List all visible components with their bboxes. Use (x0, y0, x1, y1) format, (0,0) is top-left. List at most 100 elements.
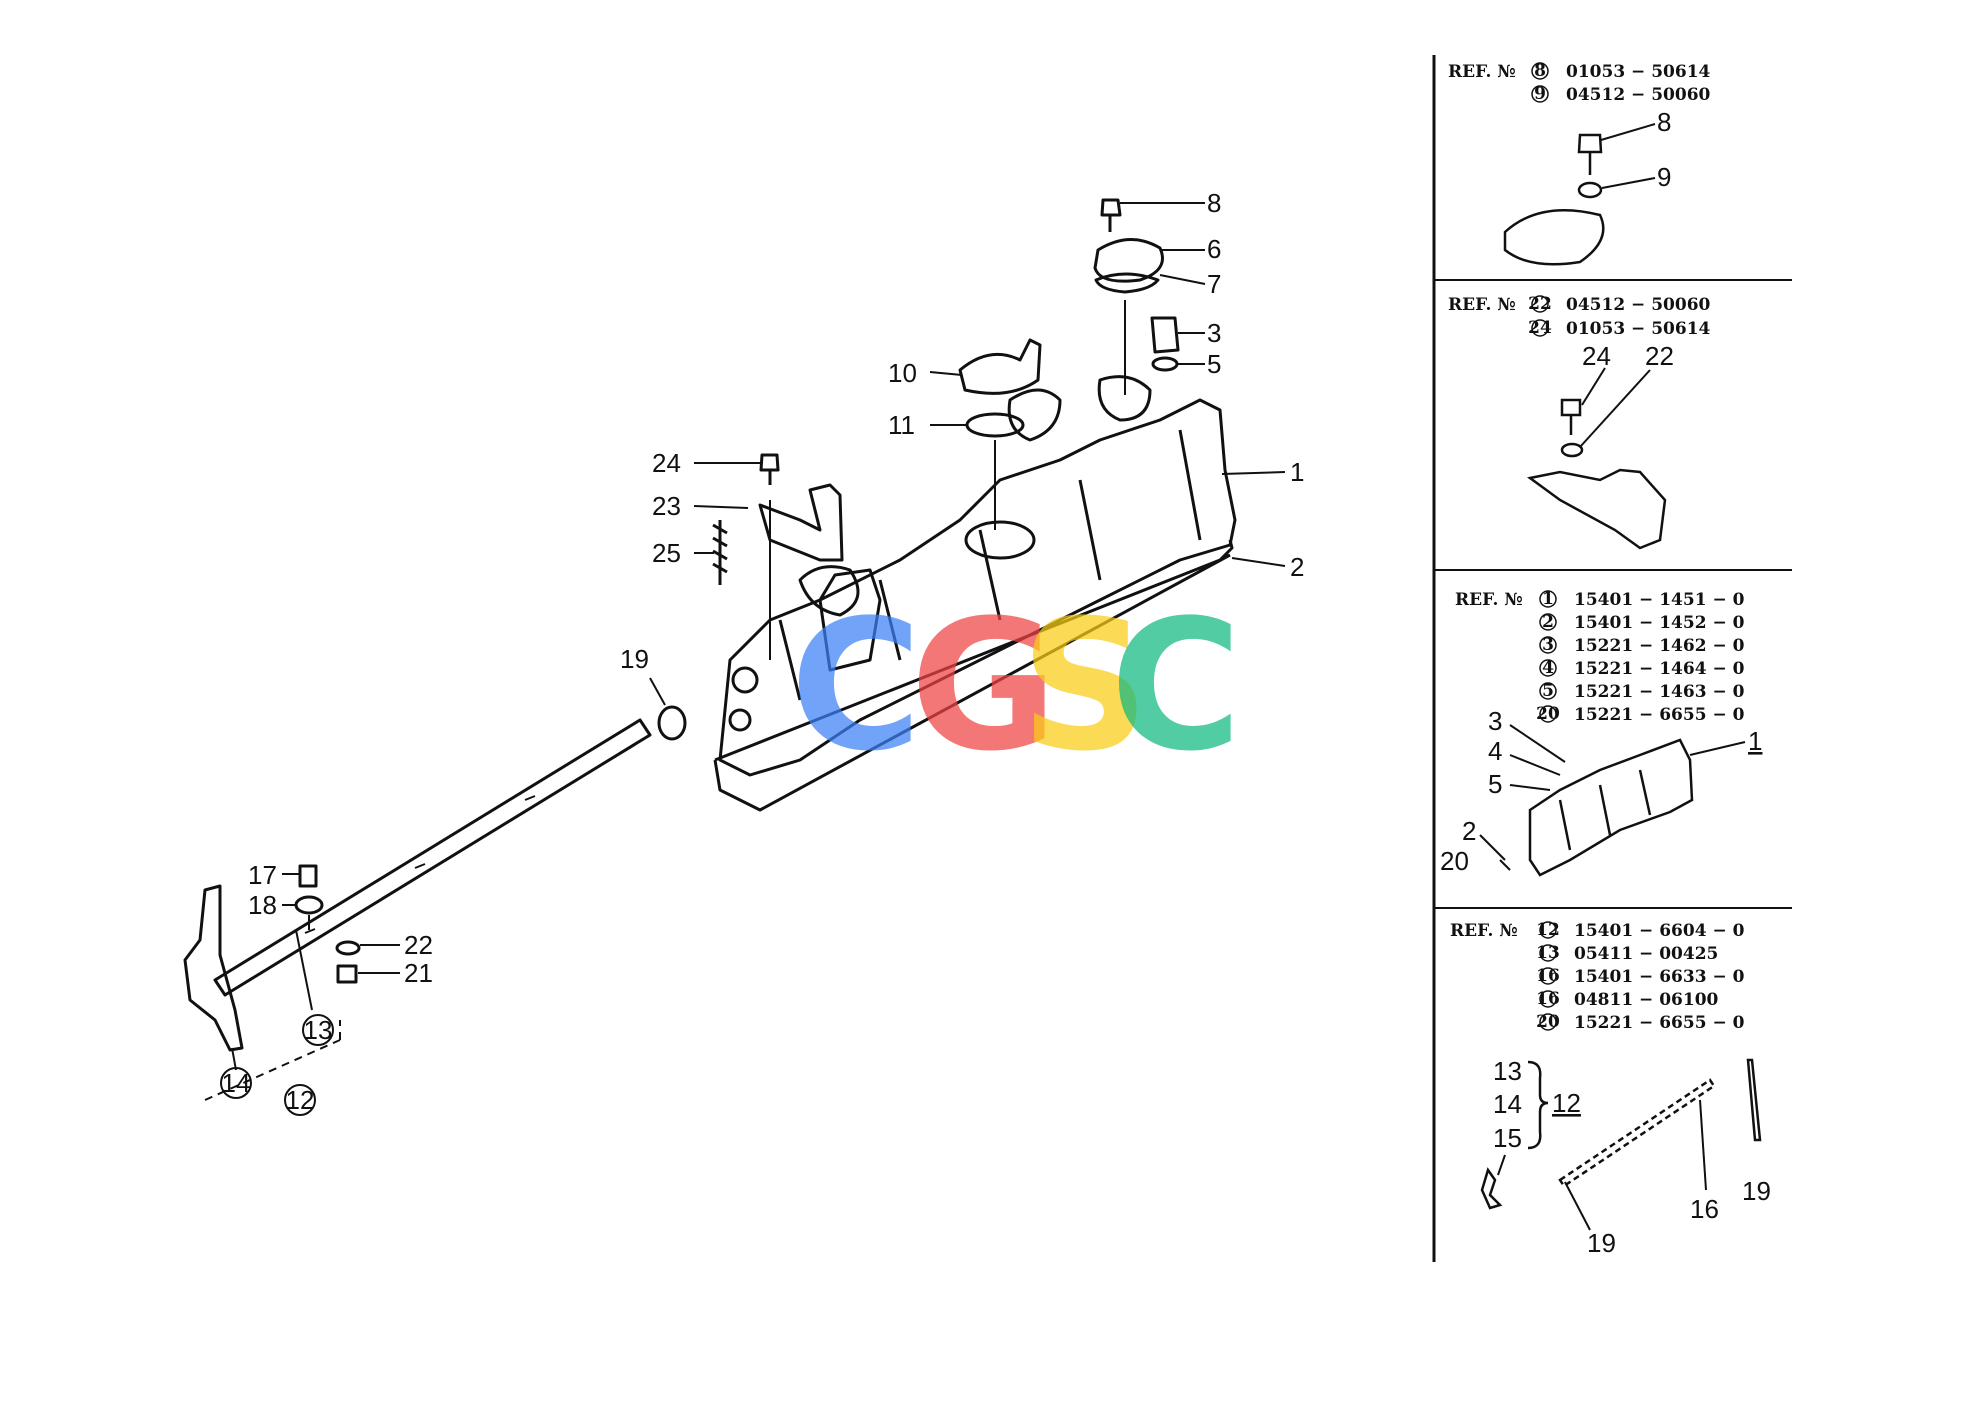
callout-5: 5 (1207, 349, 1221, 379)
cover-detail (1528, 738, 1694, 877)
ref-num: 24 (1528, 318, 1552, 338)
panel4-callout-12: 12 (1552, 1088, 1581, 1118)
washer-22 (335, 940, 361, 956)
panel2-callout-24: 24 (1582, 341, 1611, 371)
cap-nut-3 (1150, 316, 1180, 354)
panel3-callout-5: 5 (1488, 769, 1502, 799)
svg-text:05411 − 00425: 05411 − 00425 (1574, 944, 1718, 964)
svg-text:5: 5 (1542, 681, 1554, 701)
ref-rows-3: 1 15401 − 1451 − 0 2 15401 − 1452 − 0 3 … (1536, 589, 1744, 725)
washer-5 (1151, 356, 1179, 372)
ref-label: REF. № (1448, 62, 1516, 82)
callout-19: 19 (620, 644, 649, 674)
svg-text:12: 12 (1536, 920, 1560, 940)
panel3-callout-20: 20 (1440, 846, 1469, 876)
ref-panel-4: REF. № 12 15401 − 6604 − 0 13 05411 − 00… (1450, 920, 1771, 1258)
o-ring-19 (657, 705, 687, 741)
panel3-callout-4: 4 (1488, 736, 1502, 766)
callout-17: 17 (248, 860, 277, 890)
watermark: C G S C (790, 582, 1242, 791)
callout-22: 22 (404, 930, 433, 960)
callout-23: 23 (652, 491, 681, 521)
panel1-callout-8: 8 (1657, 107, 1671, 137)
main-callouts: 8 6 7 3 5 10 11 1 2 24 23 25 19 17 18 22… (248, 188, 1304, 988)
svg-text:15401 − 6633 − 0: 15401 − 6633 − 0 (1574, 967, 1745, 987)
watermark-letter-4: C (1110, 582, 1242, 791)
bracket-23 (758, 483, 844, 562)
svg-text:15221 − 1463 − 0: 15221 − 1463 − 0 (1574, 682, 1745, 702)
callout-3: 3 (1207, 318, 1221, 348)
washer-22-detail (1560, 442, 1584, 458)
bolt-21 (336, 964, 358, 984)
ref-panel-1: REF. № 8 01053 − 50614 9 04512 − 50060 8… (1448, 61, 1711, 266)
panel4-callout-16: 16 (1690, 1194, 1719, 1224)
svg-text:20: 20 (1536, 704, 1560, 724)
panel4-callout-19a: 19 (1742, 1176, 1771, 1206)
watermark-letter-3: S (1020, 582, 1150, 791)
ref-num: 9 (1534, 84, 1546, 104)
plate-detail (1503, 209, 1605, 266)
brace-12 (1527, 1060, 1549, 1150)
callout-14: 14 (222, 1068, 251, 1098)
ref-num: 8 (1534, 61, 1546, 81)
svg-text:13: 13 (1536, 943, 1560, 963)
svg-text:1: 1 (1542, 589, 1554, 609)
circled-callouts: 13 14 12 (220, 1014, 334, 1116)
governor-lever-14 (183, 884, 244, 1052)
ref-label: REF. № (1448, 295, 1516, 315)
svg-text:15221 − 6655 − 0: 15221 − 6655 − 0 (1574, 1013, 1745, 1033)
panel3-callout-2: 2 (1462, 816, 1476, 846)
breather-tower (818, 568, 882, 672)
callout-6: 6 (1207, 234, 1221, 264)
washer-9-detail (1577, 181, 1603, 199)
ref-part: 01053 − 50614 (1566, 319, 1711, 339)
callout-7: 7 (1207, 269, 1221, 299)
gasket-7 (1094, 272, 1160, 294)
bolt-24-detail (1560, 398, 1582, 435)
callout-24: 24 (652, 448, 681, 478)
panel4-callout-14: 14 (1493, 1089, 1522, 1119)
callout-11: 11 (888, 410, 915, 440)
panel4-callout-19b: 19 (1587, 1228, 1616, 1258)
callout-18: 18 (248, 890, 277, 920)
svg-text:16: 16 (1536, 989, 1560, 1009)
reference-panels (1432, 55, 1792, 1262)
pin-19-detail (1746, 1058, 1762, 1142)
panel4-callout-13: 13 (1493, 1056, 1522, 1086)
valve-cover-body (718, 398, 1237, 777)
ref-part: 01053 − 50614 (1566, 62, 1711, 82)
panel2-callout-22: 22 (1645, 341, 1674, 371)
lever-detail (1480, 1167, 1503, 1210)
ref-panel-3: REF. № 1 15401 − 1451 − 0 2 15401 − 1452… (1440, 589, 1762, 877)
watermark-letter-2: G (910, 582, 1058, 791)
svg-text:2: 2 (1542, 612, 1554, 632)
svg-text:15221 − 1462 − 0: 15221 − 1462 − 0 (1574, 636, 1745, 656)
svg-text:4: 4 (1542, 658, 1554, 678)
panel1-callout-9: 9 (1657, 162, 1671, 192)
shaft-detail (1558, 1078, 1716, 1188)
bolt-24 (759, 453, 780, 485)
svg-text:15221 − 1464 − 0: 15221 − 1464 − 0 (1574, 659, 1745, 679)
washer-18 (294, 895, 324, 915)
bolt-8 (1100, 198, 1122, 232)
callout-12: 12 (286, 1085, 315, 1115)
svg-text:3: 3 (1542, 635, 1554, 655)
bolt-8-detail (1577, 133, 1603, 175)
svg-text:04811 − 06100: 04811 − 06100 (1574, 990, 1719, 1010)
ref-label: REF. № (1455, 590, 1523, 610)
ref-part: 04512 − 50060 (1566, 295, 1711, 315)
callout-1: 1 (1290, 457, 1304, 487)
ref-num: 22 (1528, 294, 1552, 314)
panel4-callout-15: 15 (1493, 1123, 1522, 1153)
spring-25 (712, 520, 728, 585)
ref-label: REF. № (1450, 921, 1518, 941)
svg-text:15401 − 1452 − 0: 15401 − 1452 − 0 (1574, 613, 1745, 633)
leader-lines (231, 202, 1286, 1071)
oil-filler-cap (958, 338, 1042, 395)
svg-text:15401 − 6604 − 0: 15401 − 6604 − 0 (1574, 921, 1745, 941)
bracket-detail (1526, 468, 1667, 550)
svg-text:15221 − 6655 − 0: 15221 − 6655 − 0 (1574, 705, 1745, 725)
callout-25: 25 (652, 538, 681, 568)
callout-2: 2 (1290, 552, 1304, 582)
